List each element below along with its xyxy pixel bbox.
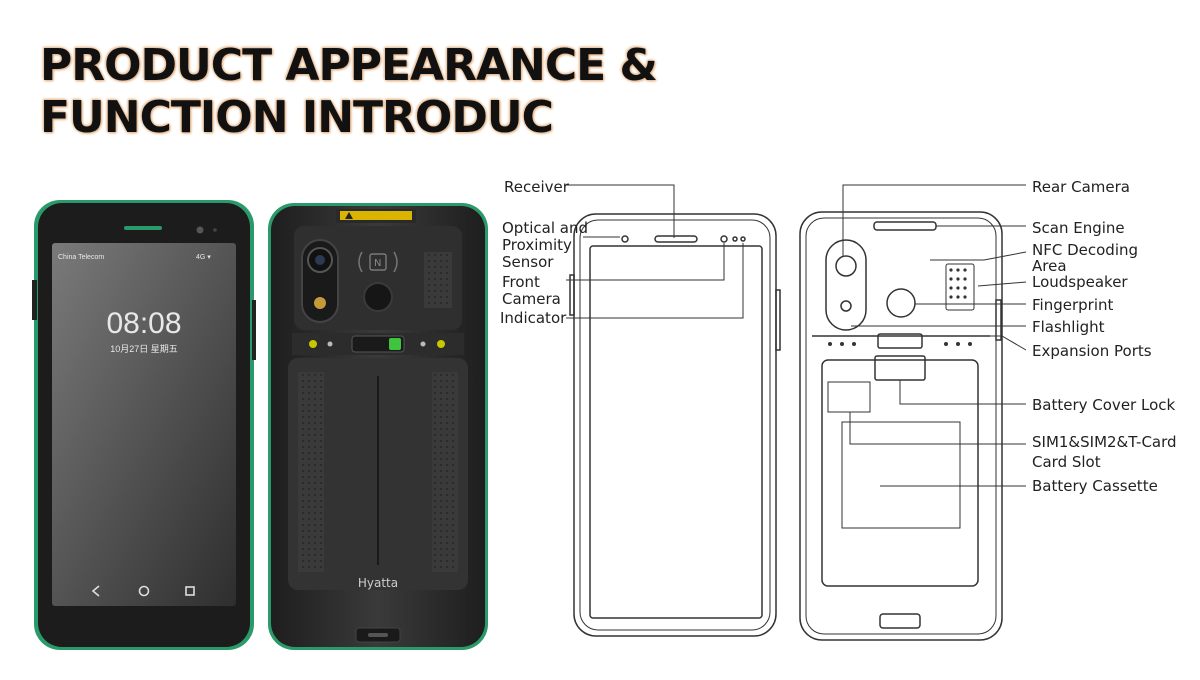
page-title: PRODUCT APPEARANCE & FUNCTION INTRODUC	[40, 40, 658, 144]
texture-left	[298, 372, 324, 572]
back-drawing-speaker	[945, 263, 975, 311]
front-labels: Receiver Optical and Proximity Sensor Fr…	[500, 178, 588, 327]
front-drawing	[569, 213, 781, 637]
label-battery-cover-lock: Battery Cover Lock	[1032, 396, 1175, 414]
back-drawing	[799, 211, 1003, 641]
front-drawing-front-camera	[720, 235, 728, 243]
label-nfc-2: Area	[1032, 257, 1067, 275]
label-optical-1: Optical and	[502, 219, 588, 237]
front-drawing-indicator	[740, 236, 746, 242]
back-drawing-lock	[877, 333, 923, 349]
front-drawing-screen	[589, 245, 763, 619]
title-line-2: FUNCTION INTRODUC	[40, 92, 554, 143]
laser-warning-icon	[345, 212, 353, 219]
title-line-1: PRODUCT APPEARANCE &	[40, 40, 658, 91]
back-drawing-flashlight	[840, 300, 852, 312]
speaker-grille	[424, 252, 452, 308]
back-drawing-scan-engine	[873, 221, 937, 231]
back-drawing-outline	[799, 211, 1003, 641]
label-front-camera-1: Front	[502, 273, 540, 291]
label-sim-2: Card Slot	[1032, 453, 1101, 471]
nfc-icon	[358, 251, 363, 273]
front-screen	[52, 243, 236, 606]
back-leader-lines	[842, 184, 1027, 487]
svg-text:N: N	[374, 258, 381, 269]
label-battery-cassette: Battery Cassette	[1032, 477, 1158, 495]
front-photo: China Telecom 4G ▾ 08:08 10月27日 星期五	[32, 200, 256, 650]
front-camera-icon	[196, 226, 204, 234]
label-rear-camera: Rear Camera	[1032, 178, 1130, 196]
fingerprint-icon	[363, 282, 393, 312]
status-text: 4G ▾	[196, 254, 211, 261]
home-nav-icon	[138, 585, 150, 597]
label-scan-engine: Scan Engine	[1032, 219, 1125, 237]
label-loudspeaker: Loudspeaker	[1032, 273, 1128, 291]
earpiece	[124, 226, 162, 230]
front-drawing-receiver	[654, 235, 698, 243]
date-text: 10月27日 星期五	[110, 344, 178, 354]
clock-text: 08:08	[106, 307, 181, 340]
back-drawing-dots	[828, 268, 972, 346]
label-sim-1: SIM1&SIM2&T-Card	[1032, 433, 1177, 451]
front-drawing-sensor	[621, 235, 629, 243]
label-indicator: Indicator	[500, 309, 567, 327]
back-labels: Rear Camera Scan Engine NFC Decoding Are…	[1032, 178, 1177, 495]
label-expansion-ports: Expansion Ports	[1032, 342, 1152, 360]
label-receiver: Receiver	[504, 178, 570, 196]
label-optical-2: Proximity	[502, 236, 572, 254]
label-fingerprint: Fingerprint	[1032, 296, 1113, 314]
warning-label	[340, 211, 412, 220]
label-nfc-1: NFC Decoding	[1032, 241, 1138, 259]
back-nav-icon	[91, 585, 100, 597]
back-drawing-battery	[841, 421, 961, 529]
back-drawing-battery-area	[821, 359, 979, 587]
back-photo: N Hyatta	[268, 203, 488, 650]
carrier-text: China Telecom	[58, 254, 104, 261]
label-flashlight: Flashlight	[1032, 318, 1105, 336]
back-drawing-camera-module	[825, 239, 867, 331]
label-optical-3: Sensor	[502, 253, 554, 271]
front-leader-lines	[566, 184, 744, 319]
label-front-camera-2: Camera	[502, 290, 561, 308]
flashlight-icon	[314, 297, 326, 309]
brand-text: Hyatta	[358, 576, 398, 590]
front-drawing-outline	[573, 213, 777, 637]
texture-right	[432, 372, 458, 572]
back-drawing-sim-slot	[827, 381, 871, 413]
back-drawing-fingerprint	[886, 288, 916, 318]
recents-nav-icon	[185, 586, 195, 596]
